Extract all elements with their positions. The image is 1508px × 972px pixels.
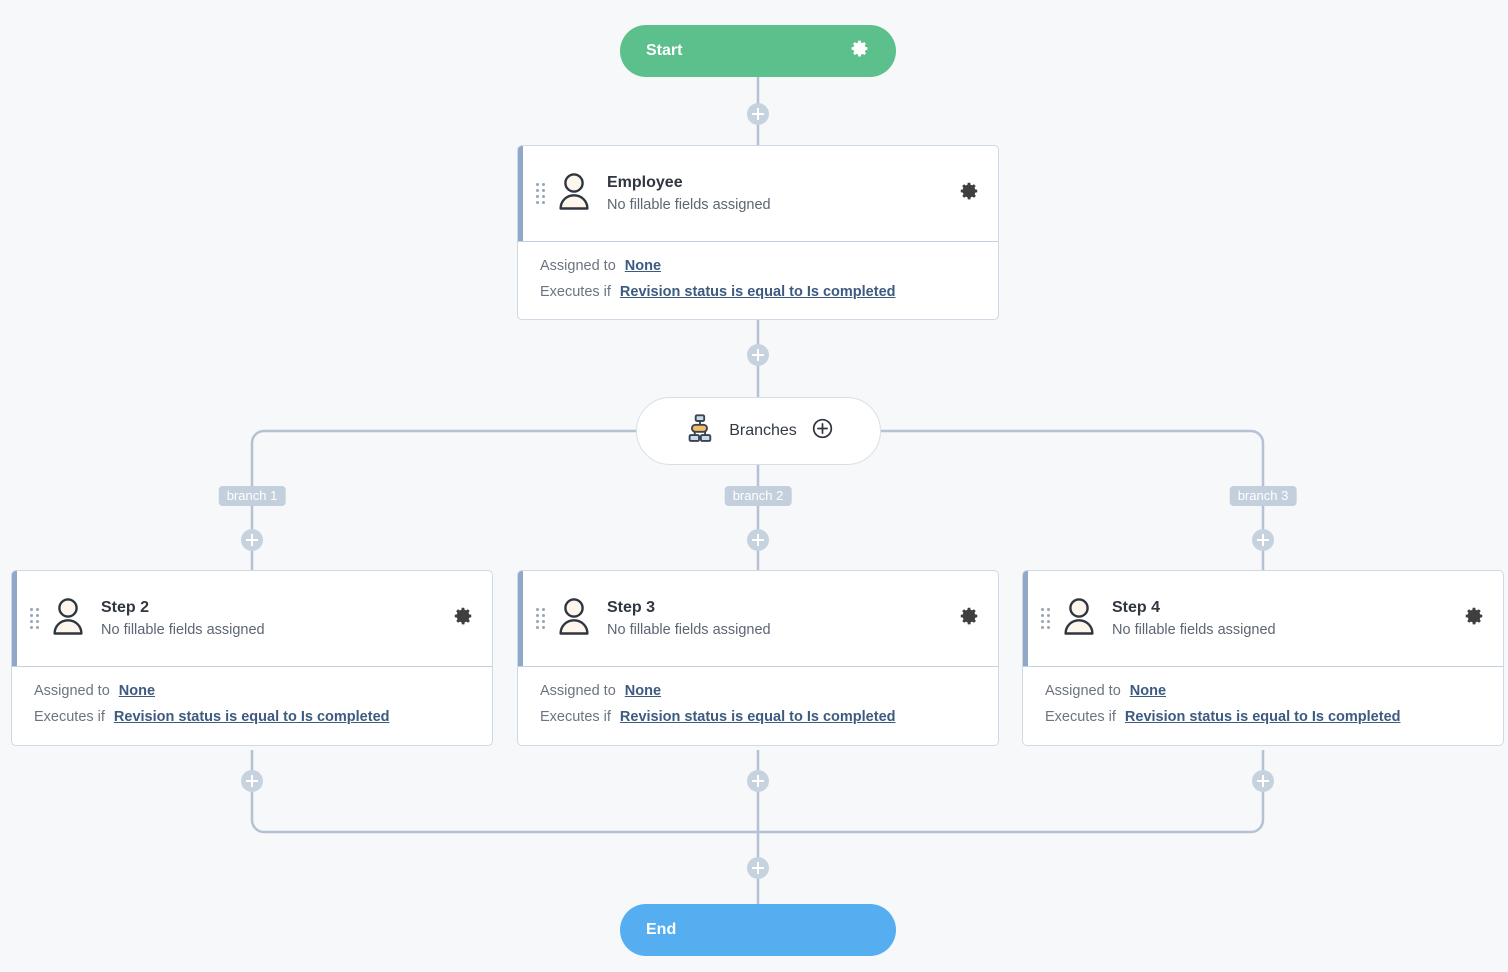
add-step-button[interactable]	[747, 103, 769, 125]
assigned-to-label: Assigned to	[540, 258, 616, 274]
executes-if-label: Executes if	[540, 283, 611, 300]
executes-if-row: Executes if Revision status is equal to …	[540, 705, 976, 731]
step-card-body: Assigned to None Executes if Revision st…	[518, 242, 998, 319]
gear-icon[interactable]	[452, 605, 474, 632]
step-card-titles: Step 2 No fillable fields assigned	[101, 597, 452, 641]
assigned-to-link[interactable]: None	[1129, 683, 1167, 699]
step-card-employee[interactable]: Employee No fillable fields assigned Ass…	[517, 145, 999, 320]
add-step-button[interactable]	[747, 857, 769, 879]
executes-if-row: Executes if Revision status is equal to …	[1045, 705, 1481, 731]
executes-if-link[interactable]: Revision status is equal to Is completed	[113, 708, 390, 725]
card-accent-bar	[12, 571, 17, 666]
executes-if-row: Executes if Revision status is equal to …	[540, 280, 976, 306]
person-icon	[1062, 597, 1096, 640]
branches-node-label: Branches	[729, 422, 797, 439]
step-card-header: Step 3 No fillable fields assigned	[518, 571, 998, 667]
branch-label-1: branch 1	[218, 486, 286, 506]
assigned-to-label: Assigned to	[34, 683, 110, 699]
step-card-step-3[interactable]: Step 3 No fillable fields assigned Assig…	[517, 570, 999, 746]
step-subtitle: No fillable fields assigned	[607, 622, 771, 639]
step-title: Step 2	[101, 598, 150, 616]
step-card-header: Step 2 No fillable fields assigned	[12, 571, 492, 667]
card-accent-bar	[518, 146, 523, 241]
drag-handle-icon[interactable]	[1041, 608, 1050, 629]
executes-if-label: Executes if	[1045, 708, 1116, 725]
step-card-header: Step 4 No fillable fields assigned	[1023, 571, 1503, 667]
person-icon	[557, 172, 591, 215]
assigned-to-row: Assigned to None	[1045, 679, 1481, 705]
assigned-to-link[interactable]: None	[118, 683, 156, 699]
step-card-titles: Step 3 No fillable fields assigned	[607, 597, 958, 641]
step-title: Employee	[607, 173, 683, 191]
step-card-body: Assigned to None Executes if Revision st…	[1023, 667, 1503, 745]
add-step-button[interactable]	[747, 770, 769, 792]
drag-handle-icon[interactable]	[536, 183, 545, 204]
step-card-header: Employee No fillable fields assigned	[518, 146, 998, 242]
executes-if-link[interactable]: Revision status is equal to Is completed	[1124, 708, 1401, 725]
card-accent-bar	[1023, 571, 1028, 666]
drag-handle-icon[interactable]	[30, 608, 39, 629]
assigned-to-label: Assigned to	[1045, 683, 1121, 699]
executes-if-label: Executes if	[34, 708, 105, 725]
step-card-step-2[interactable]: Step 2 No fillable fields assigned Assig…	[11, 570, 493, 746]
step-title: Step 4	[1112, 598, 1161, 616]
branches-node[interactable]: Branches	[636, 397, 881, 465]
person-icon	[51, 597, 85, 640]
step-card-titles: Employee No fillable fields assigned	[607, 172, 958, 216]
step-title: Step 3	[607, 598, 656, 616]
add-step-button[interactable]	[1252, 529, 1274, 551]
executes-if-row: Executes if Revision status is equal to …	[34, 705, 470, 731]
step-card-body: Assigned to None Executes if Revision st…	[12, 667, 492, 745]
add-step-button[interactable]	[1252, 770, 1274, 792]
assigned-to-row: Assigned to None	[34, 679, 470, 705]
branch-label-3: branch 3	[1229, 486, 1297, 506]
end-node-label: End	[646, 921, 677, 938]
branch-label-2: branch 2	[724, 486, 792, 506]
executes-if-label: Executes if	[540, 708, 611, 725]
step-subtitle: No fillable fields assigned	[607, 197, 771, 214]
step-card-step-4[interactable]: Step 4 No fillable fields assigned Assig…	[1022, 570, 1504, 746]
step-subtitle: No fillable fields assigned	[101, 622, 265, 639]
end-node[interactable]: End	[620, 904, 896, 956]
gear-icon[interactable]	[849, 38, 870, 64]
card-accent-bar	[518, 571, 523, 666]
add-step-button[interactable]	[747, 344, 769, 366]
assigned-to-link[interactable]: None	[624, 258, 662, 274]
person-icon	[557, 597, 591, 640]
executes-if-link[interactable]: Revision status is equal to Is completed	[619, 283, 896, 300]
add-step-button[interactable]	[241, 770, 263, 792]
plus-circle-icon[interactable]	[811, 417, 834, 445]
start-node[interactable]: Start	[620, 25, 896, 77]
assigned-to-link[interactable]: None	[624, 683, 662, 699]
assigned-to-row: Assigned to None	[540, 254, 976, 280]
sitemap-icon	[683, 413, 715, 450]
step-subtitle: No fillable fields assigned	[1112, 622, 1276, 639]
gear-icon[interactable]	[1463, 605, 1485, 632]
assigned-to-row: Assigned to None	[540, 679, 976, 705]
step-card-titles: Step 4 No fillable fields assigned	[1112, 597, 1463, 641]
add-step-button[interactable]	[747, 529, 769, 551]
gear-icon[interactable]	[958, 180, 980, 207]
start-node-label: Start	[646, 42, 683, 59]
add-step-button[interactable]	[241, 529, 263, 551]
drag-handle-icon[interactable]	[536, 608, 545, 629]
gear-icon[interactable]	[958, 605, 980, 632]
assigned-to-label: Assigned to	[540, 683, 616, 699]
executes-if-link[interactable]: Revision status is equal to Is completed	[619, 708, 896, 725]
step-card-body: Assigned to None Executes if Revision st…	[518, 667, 998, 745]
